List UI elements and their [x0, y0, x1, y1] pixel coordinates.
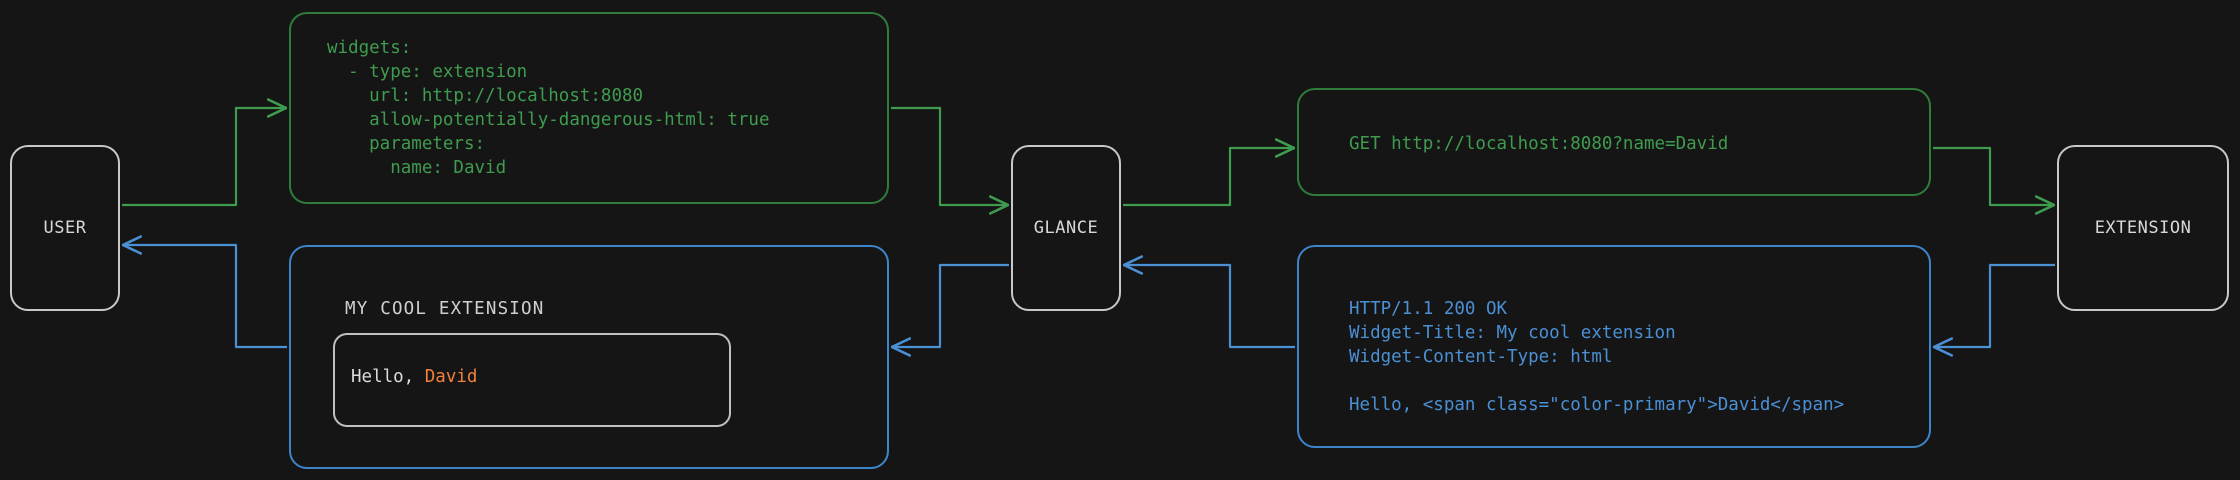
- node-glance[interactable]: GLANCE: [1011, 145, 1121, 311]
- http-response-text: HTTP/1.1 200 OK Widget-Title: My cool ex…: [1349, 299, 1845, 415]
- connector-request-to-extension: [1933, 146, 2053, 205]
- widget-card: Hello, David: [333, 333, 731, 427]
- connector-response-to-glance: [1125, 265, 1295, 349]
- yaml-config-text: widgets: - type: extension url: http://l…: [327, 38, 770, 178]
- yaml-config-box: widgets: - type: extension url: http://l…: [289, 12, 889, 204]
- node-user[interactable]: USER: [10, 145, 120, 311]
- http-request-box: GET http://localhost:8080?name=David: [1297, 88, 1931, 196]
- widget-card-text: Hello, David: [351, 367, 477, 387]
- connector-yaml-to-glance: [891, 106, 1007, 205]
- widget-title: MY COOL EXTENSION: [345, 299, 545, 319]
- widget-card-greeting: Hello,: [351, 367, 425, 387]
- rendered-widget-box: MY COOL EXTENSION Hello, David: [289, 245, 889, 469]
- node-user-label: USER: [43, 218, 87, 238]
- http-response-box: HTTP/1.1 200 OK Widget-Title: My cool ex…: [1297, 245, 1931, 448]
- connector-glance-to-widget: [893, 263, 1009, 347]
- connector-user-to-yaml: [122, 108, 285, 207]
- node-glance-label: GLANCE: [1033, 218, 1099, 238]
- connector-glance-to-request: [1123, 148, 1293, 207]
- widget-card-name: David: [424, 367, 478, 387]
- node-extension[interactable]: EXTENSION: [2057, 145, 2229, 311]
- connector-extension-to-response: [1935, 263, 2055, 347]
- node-extension-label: EXTENSION: [2094, 218, 2192, 238]
- http-request-text: GET http://localhost:8080?name=David: [1349, 134, 1729, 154]
- connector-widget-to-user: [124, 245, 287, 349]
